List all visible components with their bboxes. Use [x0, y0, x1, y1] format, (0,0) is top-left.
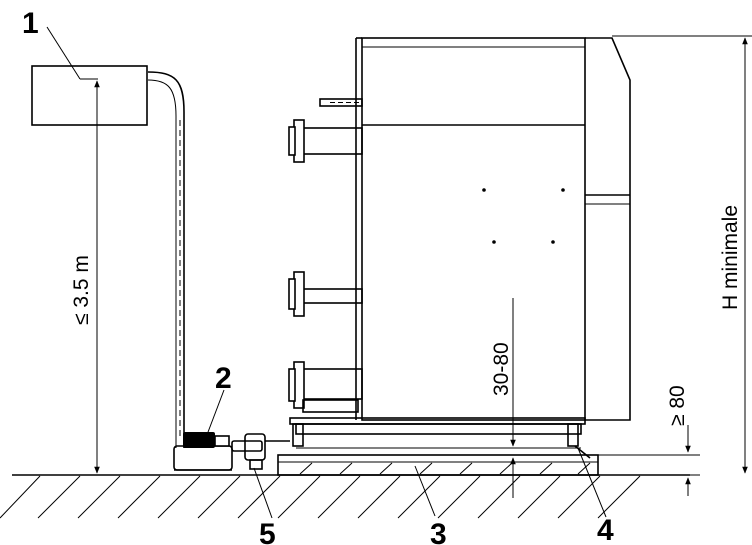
- condensate-pump: [173, 432, 233, 471]
- callout-number-5: 5: [259, 518, 276, 545]
- max-lift-height-label: ≤ 3.5 m: [70, 255, 93, 325]
- callout-number-1: 1: [22, 7, 39, 40]
- dimension-base-height: [598, 425, 700, 496]
- base-gap-label: 30-80: [490, 342, 513, 396]
- dimension-min-height: [612, 35, 752, 474]
- drain-hose: [147, 71, 185, 448]
- discharge-outlet-box: [31, 65, 148, 126]
- base-height-label: ≥ 80: [666, 385, 689, 426]
- floor: [0, 474, 690, 519]
- min-height-label: H minimale: [719, 205, 742, 310]
- pipe-flange-top: [288, 119, 363, 163]
- callout-number-2: 2: [215, 362, 232, 395]
- boiler-body: [289, 37, 631, 459]
- callout-leaders: [46, 26, 607, 519]
- callout-number-3: 3: [430, 518, 447, 545]
- base-plinth: [277, 454, 599, 476]
- callout-number-4: 4: [597, 514, 614, 545]
- siphon-trap: [231, 433, 290, 470]
- pipe-flange-bottom: [288, 361, 363, 413]
- pipe-flange-middle: [288, 271, 363, 317]
